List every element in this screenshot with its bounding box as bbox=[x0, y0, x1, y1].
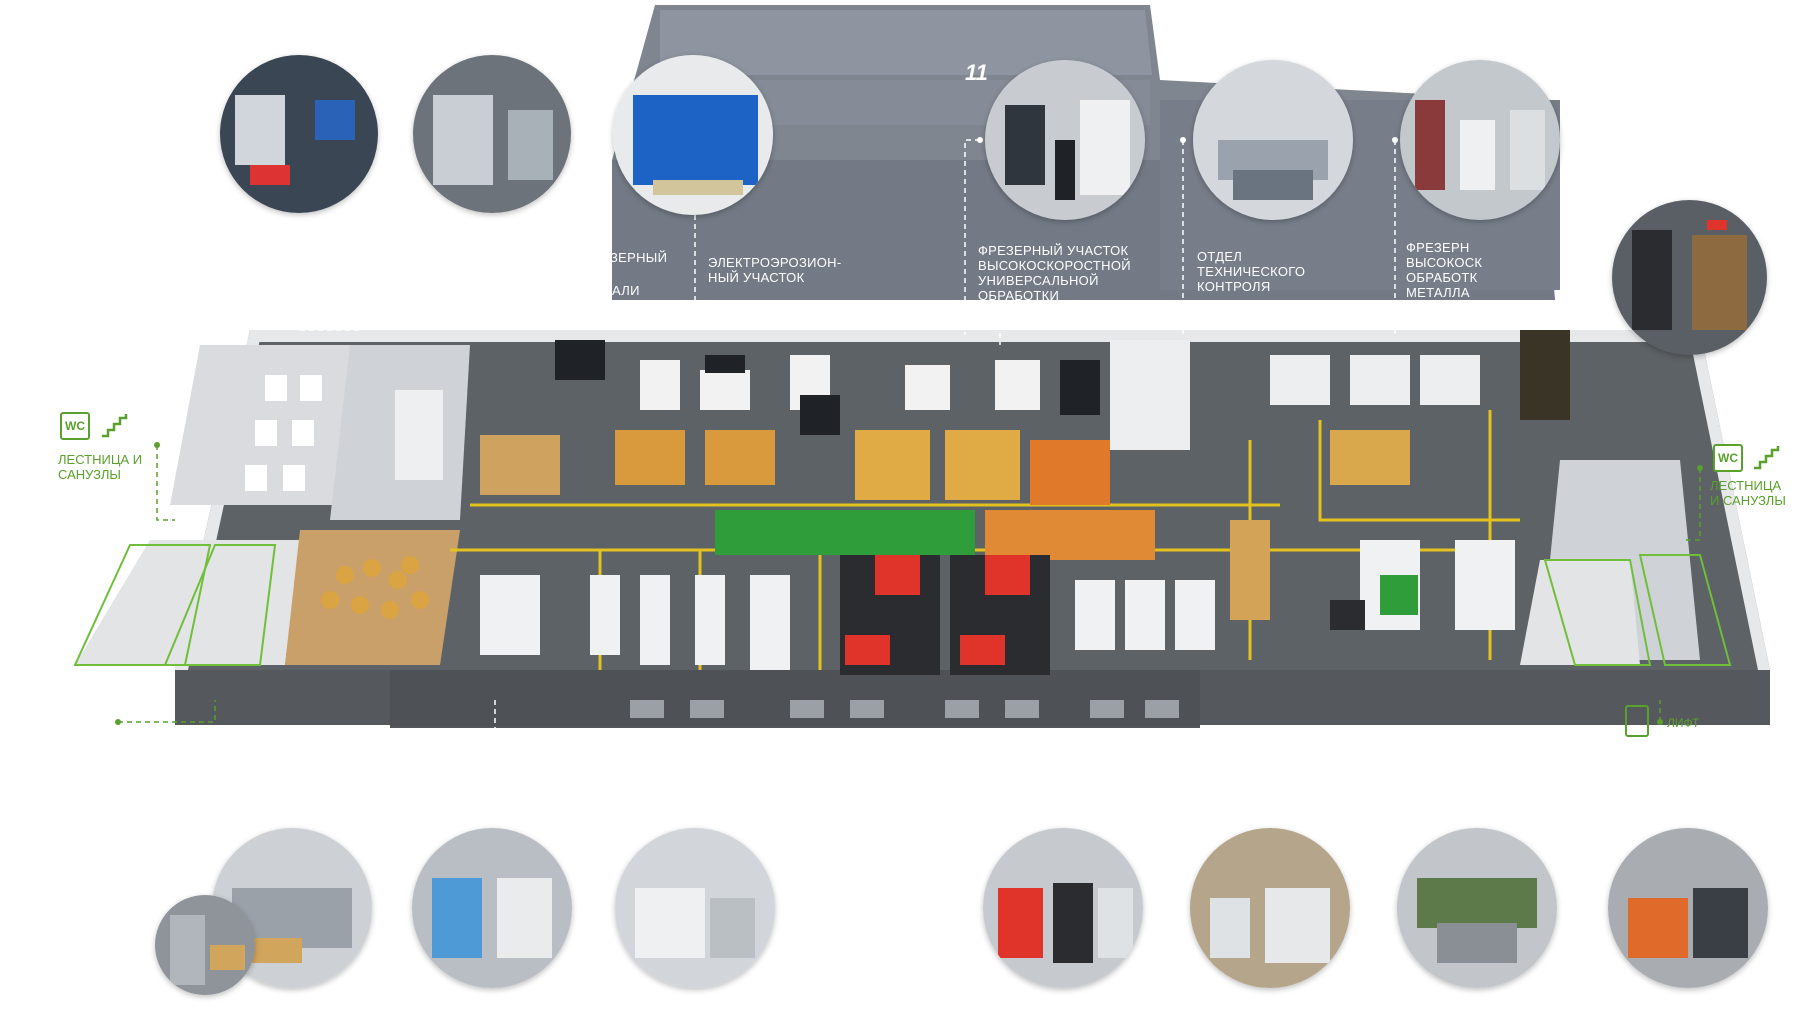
stairs-icon bbox=[102, 414, 128, 438]
photo-circle-4[interactable] bbox=[985, 60, 1145, 220]
photo-circle-14[interactable] bbox=[1397, 828, 1557, 988]
machine-row-bottom bbox=[480, 540, 1515, 670]
storage-racks bbox=[480, 430, 1410, 620]
label-lift: ЛИФТ bbox=[1667, 716, 1700, 730]
photo-circle-7[interactable] bbox=[1612, 200, 1767, 355]
label-dining: ДНАЯ bbox=[30, 713, 74, 730]
photo-circle-12[interactable] bbox=[983, 828, 1143, 988]
label-milling-metal: ФРЕЗЕРН ВЫСОКОСК ОБРАБОТК МЕТАЛЛА bbox=[1406, 240, 1483, 300]
red-machines bbox=[840, 555, 1050, 675]
leader-dots bbox=[115, 442, 1703, 725]
label-metal-left: АЛИ bbox=[612, 283, 640, 298]
photo-circle-10[interactable] bbox=[412, 828, 572, 988]
green-leader-lines bbox=[118, 445, 1701, 723]
photo-circle-5[interactable] bbox=[1193, 60, 1353, 220]
label-stairs-right: ЛЕСТНИЦА И САНУЗЛЫ bbox=[1710, 478, 1786, 508]
stairs-icon bbox=[1754, 446, 1780, 470]
machine-row-top bbox=[555, 330, 1570, 450]
label-milling-left: ЗЕРНЫЙ bbox=[610, 250, 668, 265]
leader-dots-white bbox=[977, 137, 1398, 143]
photo-circle-6[interactable] bbox=[1400, 60, 1560, 220]
photo-circle-13[interactable] bbox=[1190, 828, 1350, 988]
building-number: 11 bbox=[965, 60, 988, 85]
label-dining-2: А bbox=[68, 736, 77, 751]
lift-icon bbox=[1625, 705, 1649, 737]
office-desks bbox=[245, 375, 443, 491]
cafe-tables bbox=[321, 556, 429, 619]
wc-icon: WC bbox=[1713, 444, 1743, 472]
photo-circle-1[interactable] bbox=[220, 55, 378, 213]
photo-circle-3[interactable] bbox=[613, 55, 773, 215]
photo-circle-15[interactable] bbox=[1608, 828, 1768, 988]
label-milling-universal: ФРЕЗЕРНЫЙ УЧАСТОК ВЫСОКОСКОРОСТНОЙ УНИВЕ… bbox=[978, 243, 1131, 303]
label-electroerosion: ЭЛЕКТРОЭРОЗИОН- НЫЙ УЧАСТОК bbox=[708, 255, 842, 285]
photo-circle-11[interactable] bbox=[615, 828, 775, 988]
wc-icon: WC bbox=[60, 412, 90, 440]
label-stairs-left: ЛЕСТНИЦА И САНУЗЛЫ bbox=[58, 452, 143, 482]
photo-circle-9[interactable] bbox=[155, 895, 255, 995]
stair-outlines bbox=[73, 544, 1732, 666]
photo-circle-2[interactable] bbox=[413, 55, 571, 213]
label-quality-control: ОТДЕЛ ТЕХНИЧЕСКОГО КОНТРОЛЯ bbox=[1197, 249, 1306, 294]
